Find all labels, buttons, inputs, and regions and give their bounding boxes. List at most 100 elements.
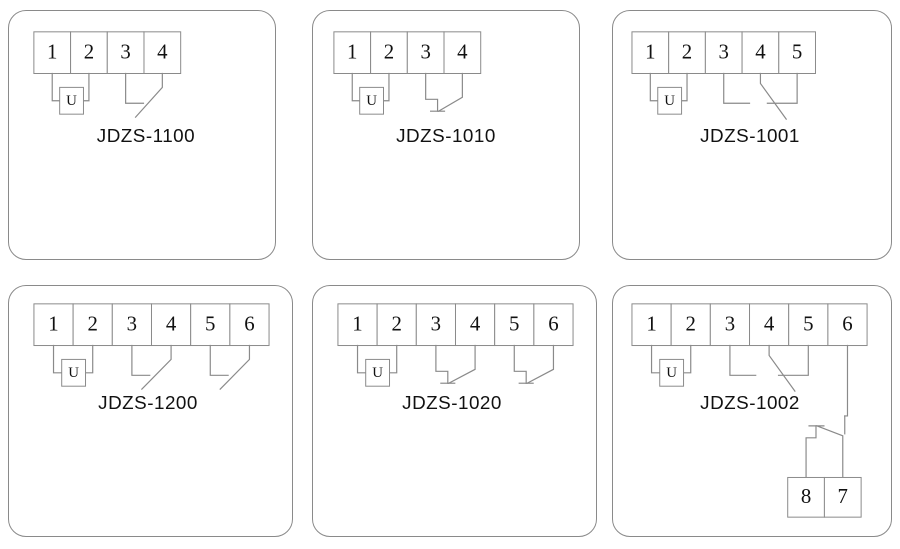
terminal-number-4: 4 bbox=[166, 311, 177, 335]
terminal-4[interactable]: 4 bbox=[454, 303, 496, 347]
terminal-2[interactable]: 2 bbox=[72, 303, 113, 347]
contact-moving-blade bbox=[134, 72, 163, 118]
terminal-number-4: 4 bbox=[470, 311, 481, 335]
contact-no-lead bbox=[766, 72, 798, 104]
terminal-4[interactable]: 4 bbox=[749, 303, 790, 347]
terminal-2[interactable]: 2 bbox=[370, 31, 408, 74]
terminal-8[interactable]: 8 bbox=[787, 476, 825, 518]
terminal-2[interactable]: 2 bbox=[668, 31, 706, 74]
coil-lead-right bbox=[382, 72, 390, 102]
terminal-4[interactable]: 4 bbox=[150, 303, 192, 347]
coil-symbol: U bbox=[351, 72, 390, 115]
terminal-2[interactable]: 2 bbox=[670, 303, 711, 347]
terminal-number-1: 1 bbox=[347, 39, 357, 63]
contact-fixed-lead bbox=[513, 344, 527, 384]
terminal-number-6: 6 bbox=[842, 311, 852, 335]
terminal-number-4: 4 bbox=[755, 39, 766, 63]
contact-break-1 bbox=[513, 344, 555, 385]
model-label-jdzs-1100: JDZS-1100 bbox=[97, 125, 195, 146]
terminal-number-2: 2 bbox=[686, 311, 696, 335]
contact-moving-blade bbox=[219, 344, 251, 391]
terminal-1[interactable]: 1 bbox=[333, 31, 372, 74]
terminal-3[interactable]: 3 bbox=[406, 31, 445, 74]
terminal-3[interactable]: 3 bbox=[709, 303, 751, 347]
contact-fixed-lead bbox=[209, 344, 229, 376]
terminal-6[interactable]: 6 bbox=[229, 303, 270, 347]
coil-lead-right bbox=[82, 72, 90, 102]
terminal-5[interactable]: 5 bbox=[190, 303, 231, 347]
coil-symbol: U bbox=[52, 344, 94, 387]
terminal-3[interactable]: 3 bbox=[415, 303, 456, 347]
coil-box bbox=[61, 358, 87, 387]
terminal-number-3: 3 bbox=[120, 39, 130, 63]
terminal-1[interactable]: 1 bbox=[631, 31, 670, 74]
terminal-2[interactable]: 2 bbox=[376, 303, 417, 347]
terminal-5[interactable]: 5 bbox=[494, 303, 535, 347]
terminal-4[interactable]: 4 bbox=[741, 31, 780, 74]
coil-lead-left bbox=[51, 72, 61, 102]
model-label-jdzs-1001: JDZS-1001 bbox=[700, 125, 800, 146]
contact-moving-blade bbox=[768, 344, 796, 392]
terminal-1[interactable]: 1 bbox=[33, 303, 74, 347]
terminal-3[interactable]: 3 bbox=[111, 303, 152, 347]
coil-symbol: U bbox=[649, 72, 688, 115]
contact-changeover-0 bbox=[723, 72, 798, 120]
terminal-5[interactable]: 5 bbox=[778, 31, 816, 74]
contact-moving-blade bbox=[526, 344, 555, 385]
remote-contact-moving-blade bbox=[816, 425, 844, 479]
terminal-2[interactable]: 2 bbox=[70, 31, 108, 74]
coil-lead-right bbox=[680, 72, 688, 102]
contact-moving-blade bbox=[759, 72, 788, 120]
contact-fixed-lead bbox=[425, 72, 439, 112]
terminal-5[interactable]: 5 bbox=[788, 303, 829, 347]
terminal-number-3: 3 bbox=[719, 39, 729, 63]
terminal-number-4: 4 bbox=[457, 39, 468, 63]
coil-symbol: U bbox=[356, 344, 398, 387]
terminal-7[interactable]: 7 bbox=[823, 476, 862, 518]
contact-changeover-0 bbox=[729, 344, 809, 392]
terminal-number-7: 7 bbox=[838, 484, 848, 508]
terminal-number-5: 5 bbox=[803, 311, 813, 335]
coil-lead-left bbox=[52, 344, 63, 374]
terminal-number-1: 1 bbox=[646, 311, 656, 335]
terminal-6[interactable]: 6 bbox=[533, 303, 574, 347]
terminal-1[interactable]: 1 bbox=[631, 303, 672, 347]
terminal-number-4: 4 bbox=[764, 311, 775, 335]
terminal-number-8: 8 bbox=[801, 484, 811, 508]
terminal-6[interactable]: 6 bbox=[827, 303, 868, 347]
contact-nc-lead bbox=[723, 72, 751, 104]
coil-lead-right bbox=[682, 344, 692, 374]
terminal-4[interactable]: 4 bbox=[143, 31, 182, 74]
coil-lead-left bbox=[650, 344, 661, 374]
model-label-jdzs-1002: JDZS-1002 bbox=[700, 392, 800, 413]
terminal-number-1: 1 bbox=[48, 311, 58, 335]
coil-box bbox=[59, 86, 84, 115]
terminal-number-5: 5 bbox=[205, 311, 215, 335]
terminal-1[interactable]: 1 bbox=[337, 303, 378, 347]
terminal-1[interactable]: 1 bbox=[33, 31, 72, 74]
coil-label: U bbox=[664, 93, 675, 109]
coil-label: U bbox=[66, 93, 77, 109]
terminal-number-3: 3 bbox=[127, 311, 137, 335]
coil-lead-right bbox=[388, 344, 398, 374]
terminal-number-5: 5 bbox=[509, 311, 519, 335]
remote-contact-feed bbox=[844, 344, 849, 417]
terminal-number-2: 2 bbox=[392, 311, 402, 335]
terminal-3[interactable]: 3 bbox=[106, 31, 145, 74]
model-label-jdzs-1010: JDZS-1010 bbox=[396, 125, 496, 146]
contact-break-0 bbox=[435, 344, 476, 385]
terminal-4[interactable]: 4 bbox=[443, 31, 482, 74]
terminal-3[interactable]: 3 bbox=[704, 31, 743, 74]
coil-symbol: U bbox=[650, 344, 692, 387]
contact-fixed-lead bbox=[435, 344, 449, 384]
